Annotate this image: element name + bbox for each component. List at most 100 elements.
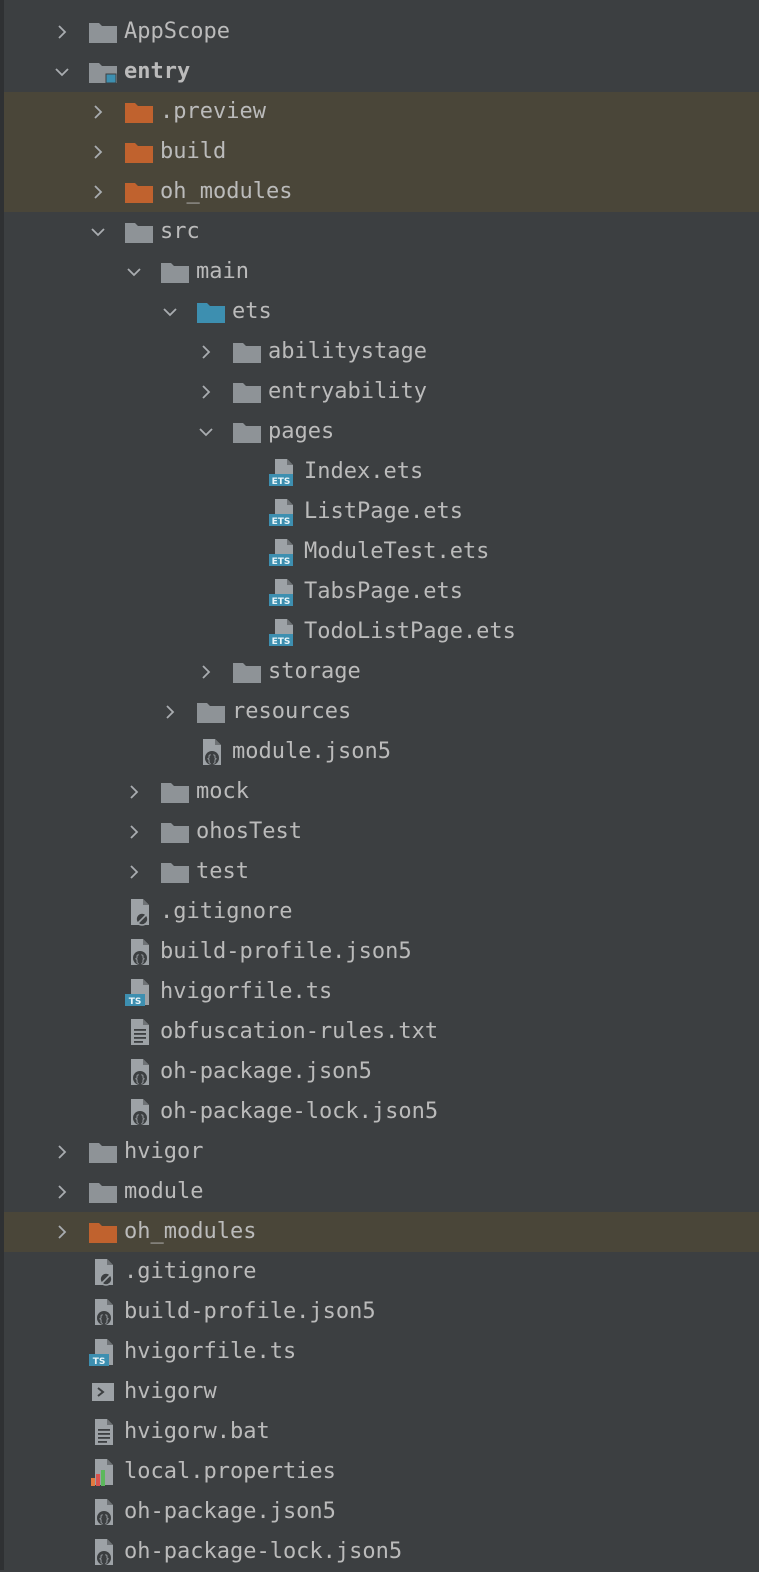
tree-row[interactable]: oh_modules [4, 1212, 759, 1252]
json-file-icon: {} [124, 1092, 154, 1132]
chevron-down-icon[interactable] [52, 52, 72, 92]
svg-text:{}: {} [206, 754, 218, 765]
tree-row[interactable]: ETS Index.ets [4, 452, 759, 492]
tree-item-label: oh_modules [124, 1219, 257, 1244]
tree-row[interactable]: src [4, 212, 759, 252]
ets-file-icon: ETS [268, 452, 298, 492]
tree-row[interactable]: abilitystage [4, 332, 759, 372]
chevron-down-icon[interactable] [88, 212, 108, 252]
tree-row[interactable]: resources [4, 692, 759, 732]
svg-text:ETS: ETS [272, 517, 291, 527]
chevron-right-icon[interactable] [52, 1212, 72, 1252]
chevron-right-icon[interactable] [88, 132, 108, 172]
chevron-right-icon[interactable] [196, 372, 216, 412]
chevron-right-icon[interactable] [88, 92, 108, 132]
svg-text:{}: {} [134, 954, 146, 965]
tree-row[interactable]: module [4, 1172, 759, 1212]
text-file-icon [124, 1012, 154, 1052]
chevron-down-icon[interactable] [196, 412, 216, 452]
tree-row[interactable]: hvigor [4, 1132, 759, 1172]
tree-item-label: resources [232, 699, 352, 724]
tree-item-label: abilitystage [268, 339, 427, 364]
tree-row[interactable]: local.properties [4, 1452, 759, 1492]
tree-item-label: mock [196, 779, 249, 804]
chevron-down-icon[interactable] [160, 292, 180, 332]
tree-row[interactable]: {}oh-package-lock.json5 [4, 1532, 759, 1572]
svg-text:ETS: ETS [272, 597, 291, 607]
folder-icon [88, 12, 118, 52]
tree-item-label: hvigorw [124, 1379, 217, 1404]
tree-row[interactable]: {}build-profile.json5 [4, 1292, 759, 1332]
tree-row[interactable]: build [4, 132, 759, 172]
chevron-right-icon[interactable] [124, 772, 144, 812]
tree-row[interactable]: obfuscation-rules.txt [4, 1012, 759, 1052]
tree-row[interactable]: ets [4, 292, 759, 332]
folder-icon [88, 1132, 118, 1172]
chevron-right-icon[interactable] [88, 172, 108, 212]
tree-item-label: ListPage.ets [304, 499, 463, 524]
svg-text:ETS: ETS [272, 477, 291, 487]
ts-file-icon: TS [124, 972, 154, 1012]
chevron-right-icon[interactable] [52, 1172, 72, 1212]
tree-row[interactable]: entry [4, 52, 759, 92]
tree-item-label: Index.ets [304, 459, 424, 484]
tree-item-label: module [124, 1179, 204, 1204]
json-file-icon: {} [88, 1492, 118, 1532]
tree-row[interactable]: {}oh-package.json5 [4, 1052, 759, 1092]
tree-item-label: main [196, 259, 249, 284]
tree-row[interactable]: entryability [4, 372, 759, 412]
tree-row[interactable]: mock [4, 772, 759, 812]
svg-text:TS: TS [93, 1357, 106, 1367]
gitignore-file-icon [88, 1252, 118, 1292]
tree-row[interactable]: pages [4, 412, 759, 452]
chevron-down-icon[interactable] [124, 252, 144, 292]
tree-row[interactable]: test [4, 852, 759, 892]
svg-text:{}: {} [134, 1074, 146, 1085]
tree-row[interactable]: .preview [4, 92, 759, 132]
tree-row[interactable]: main [4, 252, 759, 292]
tree-row[interactable]: {}oh-package.json5 [4, 1492, 759, 1532]
tree-item-label: test [196, 859, 249, 884]
tree-row[interactable]: {}oh-package-lock.json5 [4, 1092, 759, 1132]
properties-file-icon [88, 1452, 118, 1492]
tree-row[interactable]: oh_modules [4, 172, 759, 212]
tree-row[interactable]: {}module.json5 [4, 732, 759, 772]
shell-file-icon [88, 1372, 118, 1412]
tree-row[interactable]: AppScope [4, 12, 759, 52]
svg-text:ETS: ETS [272, 637, 291, 647]
chevron-right-icon[interactable] [124, 812, 144, 852]
tree-row[interactable]: ETS ListPage.ets [4, 492, 759, 532]
chevron-right-icon[interactable] [124, 852, 144, 892]
tree-row[interactable]: storage [4, 652, 759, 692]
tree-row[interactable]: hvigorw.bat [4, 1412, 759, 1452]
chevron-right-icon[interactable] [196, 332, 216, 372]
tree-item-label: local.properties [124, 1459, 336, 1484]
tree-item-label: build-profile.json5 [124, 1299, 376, 1324]
tree-item-label: storage [268, 659, 361, 684]
folder-icon [88, 1172, 118, 1212]
excluded-folder-icon [124, 92, 154, 132]
tree-row[interactable]: .gitignore [4, 892, 759, 932]
tree-row[interactable]: ohosTest [4, 812, 759, 852]
chevron-right-icon[interactable] [52, 1132, 72, 1172]
folder-icon [160, 772, 190, 812]
tree-row[interactable]: hvigorw [4, 1372, 759, 1412]
svg-text:{}: {} [134, 1114, 146, 1125]
text-file-icon [88, 1412, 118, 1452]
chevron-right-icon[interactable] [196, 652, 216, 692]
chevron-right-icon[interactable] [52, 12, 72, 52]
tree-row[interactable]: {}build-profile.json5 [4, 932, 759, 972]
tree-row[interactable]: .gitignore [4, 1252, 759, 1292]
folder-icon [160, 252, 190, 292]
folder-icon [160, 852, 190, 892]
chevron-right-icon[interactable] [160, 692, 180, 732]
excluded-folder-icon [88, 1212, 118, 1252]
tree-item-label: AppScope [124, 19, 230, 44]
folder-icon [232, 652, 262, 692]
